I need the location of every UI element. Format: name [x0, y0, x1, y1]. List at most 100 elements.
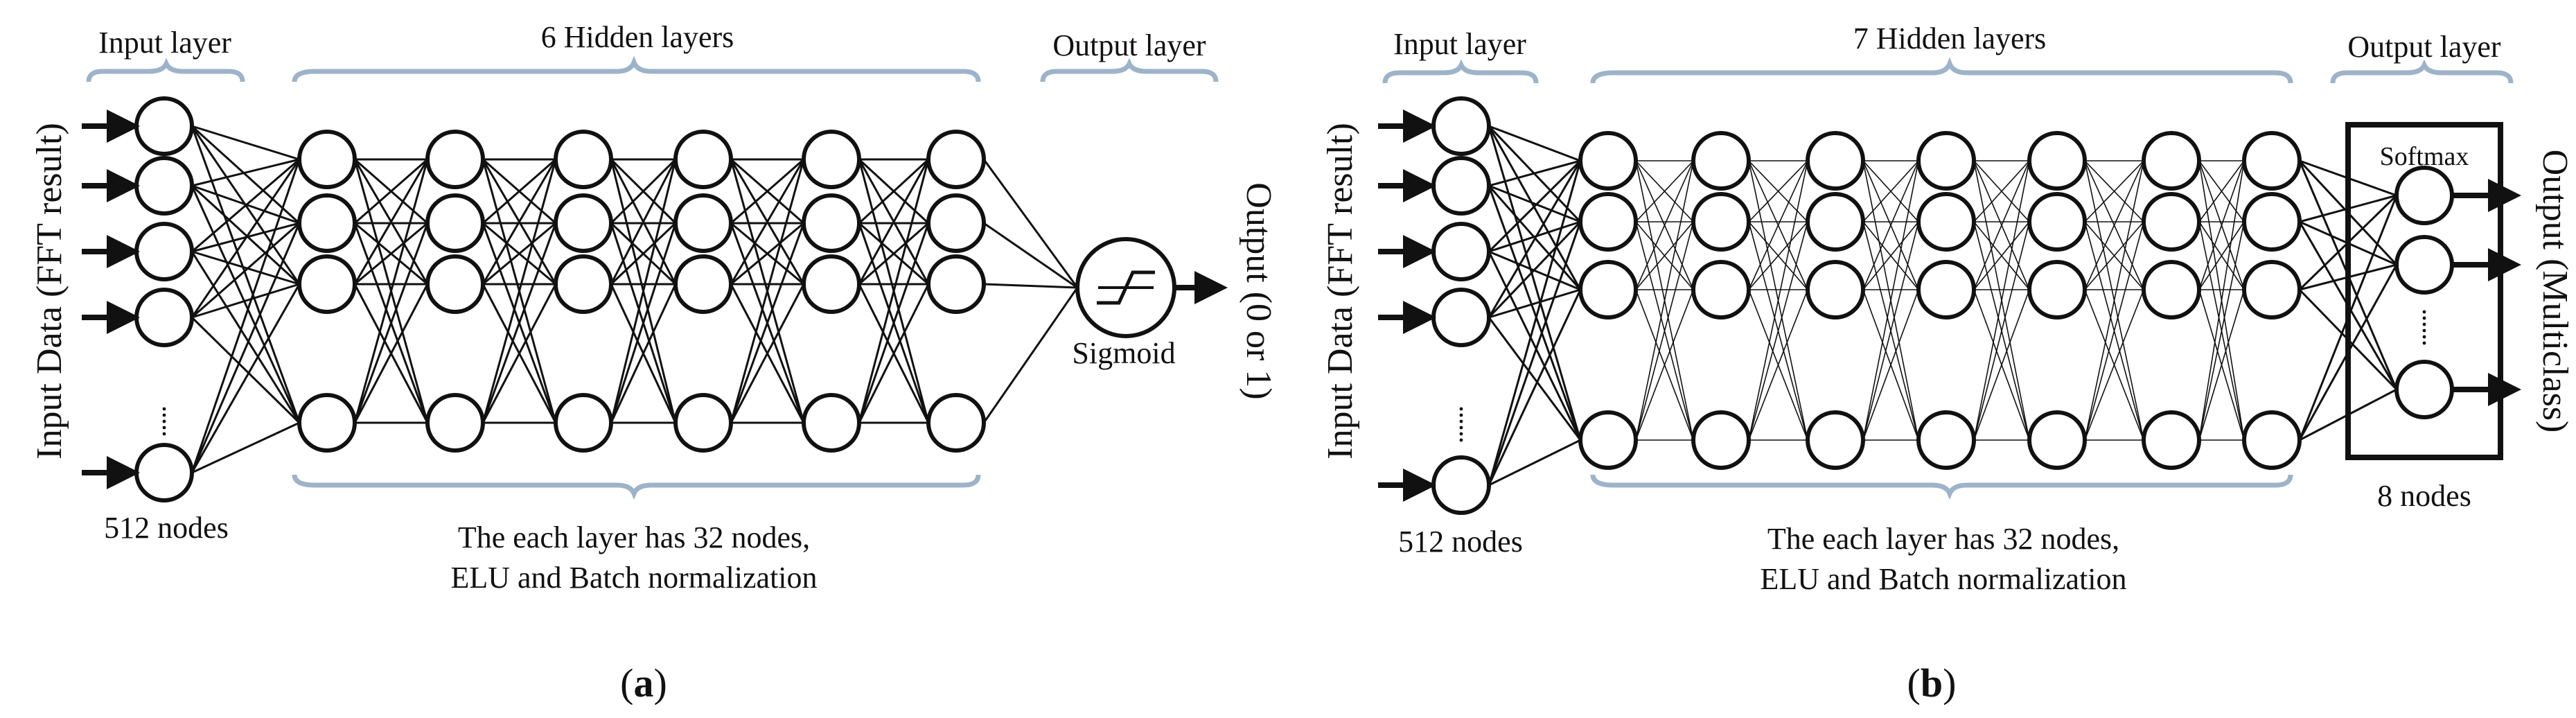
output-node: [2394, 360, 2454, 419]
hidden-node: [1916, 260, 1976, 319]
connection-line: [1635, 160, 1694, 222]
panel-a: Input layer 6 Hidden layers Output layer…: [0, 0, 1288, 715]
connection-line: [730, 222, 805, 423]
hidden-node: [673, 254, 733, 314]
hidden-node: [2242, 131, 2302, 191]
hidden-layers-brace: [292, 55, 981, 82]
connection-line: [1862, 221, 1919, 290]
connection-line: [983, 283, 1078, 289]
hidden-node: [1916, 192, 1976, 252]
connection-line: [191, 125, 301, 423]
connection-line: [982, 159, 1079, 288]
hidden-node: [802, 193, 861, 253]
sigmoid-label: Sigmoid: [1072, 336, 1175, 370]
connection-line: [482, 159, 557, 285]
connection-line: [353, 222, 429, 423]
connection-line: [2299, 388, 2397, 441]
connection-line: [983, 222, 1078, 289]
ellipsis-dot: [1459, 419, 1463, 423]
input-node: [134, 156, 194, 216]
input-layer-label: Input layer: [1393, 27, 1526, 61]
hidden-node: [1806, 410, 1865, 470]
connection-line: [2198, 160, 2245, 441]
connection-line: [354, 222, 428, 286]
connection-line: [1748, 221, 1808, 290]
hidden-node: [2142, 192, 2201, 252]
connection-line: [610, 158, 677, 225]
hidden-node: [673, 393, 733, 453]
connection-line: [610, 222, 677, 286]
connection-line: [1862, 160, 1919, 222]
connection-line: [1488, 251, 1582, 441]
hidden-node: [1691, 192, 1751, 252]
hidden-node: [425, 193, 485, 253]
input-node: [134, 222, 194, 281]
output-layer-label: Output layer: [2347, 30, 2501, 64]
connection-line: [191, 184, 301, 286]
connection-line: [2084, 160, 2144, 222]
connection-line: [2198, 221, 2245, 290]
hidden-node: [1806, 192, 1865, 252]
hidden-layers-bottom-brace: [1590, 474, 2293, 500]
connection-line: [191, 421, 300, 474]
connection-line: [1635, 160, 1694, 441]
output-node: [2394, 235, 2454, 295]
hidden-node: [2142, 410, 2201, 470]
connection-line: [1488, 125, 1581, 162]
connection-line: [2298, 221, 2398, 390]
input-node: [134, 96, 194, 156]
connection-line: [2084, 160, 2144, 441]
hidden-node: [425, 130, 485, 189]
connection-line: [2084, 289, 2144, 441]
input-layer-brace: [86, 58, 245, 82]
hidden-node: [1916, 131, 1976, 191]
ellipsis-dot: [162, 407, 166, 411]
output-layer-brace: [2330, 59, 2514, 84]
connection-line: [1973, 221, 2030, 441]
panel-b: Input layer 7 Hidden layers Output layer…: [1288, 0, 2576, 715]
hidden-node: [297, 393, 357, 453]
connection-line: [191, 283, 301, 473]
connection-line: [730, 222, 804, 286]
hidden-node: [926, 254, 986, 314]
connection-line: [1635, 221, 1694, 441]
caption-b: (b): [1907, 660, 1957, 706]
connection-line: [2298, 194, 2398, 291]
connection-line: [191, 125, 301, 225]
connection-line: [2299, 159, 2397, 197]
input-node: [134, 288, 194, 347]
hidden-node: [1578, 192, 1638, 252]
connection-line: [1488, 220, 1582, 319]
hidden-node: [425, 254, 485, 314]
connection-line: [2299, 263, 2397, 291]
input-node: [1431, 222, 1491, 281]
ellipsis-dot: [162, 413, 166, 417]
ellipsis-dot: [2422, 335, 2426, 339]
connection-line: [354, 158, 428, 225]
output-node: [2394, 166, 2454, 225]
connection-line: [1488, 288, 1581, 319]
connection-line: [1488, 289, 1582, 486]
connection-line: [2299, 194, 2397, 223]
hidden-layers-bottom-brace: [292, 474, 981, 500]
connection-line: [610, 222, 677, 423]
connection-line: [2084, 221, 2144, 290]
output-axis-label: Output (0 or 1): [1239, 182, 1278, 399]
connection-line: [1488, 439, 1581, 487]
input-node: [1431, 156, 1491, 216]
layer-note-line1: The each layer has 32 nodes,: [1767, 522, 2119, 556]
sigmoid-curve-icon: [1097, 270, 1155, 305]
input-axis-label: Input Data (FFT result): [1321, 123, 1360, 459]
connection-line: [730, 159, 805, 285]
connection-line: [353, 159, 429, 285]
hidden-node: [802, 130, 861, 189]
hidden-node: [1691, 131, 1751, 191]
connection-line: [1748, 221, 1808, 441]
connection-line: [1748, 160, 1808, 290]
input-nodes-label: 512 nodes: [1398, 525, 1523, 559]
output-layer-label: Output layer: [1052, 28, 1206, 62]
connection-line: [858, 222, 929, 286]
connection-line: [482, 283, 557, 423]
hidden-node: [554, 393, 613, 453]
hidden-node: [2027, 260, 2087, 319]
